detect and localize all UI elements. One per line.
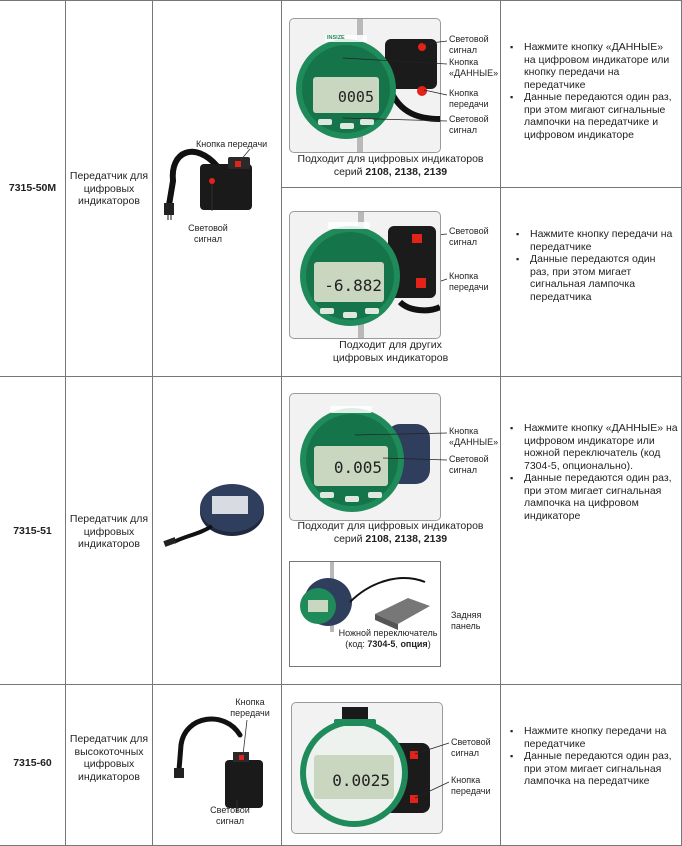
caption-line: серий 2108, 2138, 2139 [283,166,498,179]
panel-caption: Подходит для цифровых индикаторов серий … [283,520,498,546]
caption-prefix: серий [333,166,366,178]
note-item: Нажмите кнопку «ДАННЫЕ» на цифровом инди… [506,422,678,472]
device-button-label: Кнопка передачи [196,139,268,149]
footswitch-label: Ножной переключатель (код: 7304-5, опция… [336,628,440,649]
code-suffix: ) [427,638,431,649]
note-item: Нажмите кнопку «ДАННЫЕ» на цифровом инди… [506,41,676,91]
caption-series: 2108, 2138, 2139 [365,533,448,545]
product-description: Передатчик для высокоточных цифровых инд… [69,733,149,783]
device-signal-label: Световой сигнал [210,805,250,826]
divider [501,187,682,188]
table-row-7315-51: 7315-51 Передатчик для цифровых индикато… [0,376,682,685]
data-button-label: Кнопка «ДАННЫЕ» [449,57,499,78]
note-item: Данные передаются один раз, при этом миг… [506,472,678,522]
product-code: 7315-51 [13,525,52,537]
code-prefix: (код: [345,638,368,649]
transmit-button-label: Кнопка передачи [449,88,489,109]
caption-line: Подходит для цифровых индикаторов [297,520,484,532]
indicator-photo: -6.882 [289,211,441,339]
instruction-notes: Нажмите кнопку «ДАННЫЕ» на цифровом инди… [506,41,676,141]
caption-line: Подходит для других [339,339,442,351]
lcd-readout: 0.0025 [332,771,390,790]
footswitch-code: 7304-5 [367,638,396,649]
signal-label: Световой сигнал [449,454,489,475]
callout-lines [414,742,450,799]
product-description: Передатчик для цифровых индикаторов [69,170,149,207]
product-code: 7315-50M [8,182,57,194]
code-separator: , [395,638,401,649]
lcd-readout: 0.005 [333,458,382,477]
caption-series: 2108, 2138, 2139 [365,166,448,178]
brand-logo: INSIZE [327,35,345,41]
option-word: опция [400,638,428,649]
caption-line: серий 2108, 2138, 2139 [283,533,498,546]
lcd-readout: -6.882 [324,276,382,295]
product-code: 7315-60 [13,757,52,769]
device-signal-label: Световой сигнал [188,223,228,244]
note-item: Данные передаются один раз, при этом миг… [506,91,676,141]
table-row-7315-50M: 7315-50M Передатчик для цифровых индикат… [0,0,682,377]
caption-line: цифровых индикаторов [332,352,449,364]
panel-caption: Подходит для цифровых индикаторов серий … [283,153,498,179]
callout-lines [354,432,448,461]
indicator-photo: 0.0025 [291,702,443,834]
instruction-notes: Нажмите кнопку передачи на передатчике Д… [512,228,677,303]
signal-label: Световой сигнал [449,226,489,247]
data-button-label: Кнопка «ДАННЫЕ» [449,426,499,447]
transmitter-device-image [163,484,264,547]
caption-prefix: серий [333,533,366,545]
note-item: Данные передаются один раз, при этом миг… [506,750,678,788]
footswitch-label-line: Ножной переключатель [338,628,438,638]
footswitch-photo: Ножной переключатель (код: 7304-5, опция… [289,561,441,667]
indicator-photo: 0.005 [289,393,441,521]
signal-label: Световой сигнал [449,34,489,55]
transmit-button-label: Кнопка передачи [451,775,491,796]
table-row-7315-60: 7315-60 Передатчик для высокоточных цифр… [0,685,682,846]
transmit-button-label: Кнопка передачи [449,271,489,292]
caption-line: Подходит для цифровых индикаторов [297,153,484,165]
footswitch-label-line: (код: 7304-5, опция) [336,639,440,650]
note-item: Нажмите кнопку передачи на передатчике [506,725,678,750]
back-panel-label: Задняя панель [451,610,482,631]
indicator-photo: 0005 INSIZE [289,18,441,153]
instruction-notes: Нажмите кнопку передачи на передатчике Д… [506,725,678,788]
divider [282,187,500,188]
device-button-label: Кнопка передачи [230,697,270,718]
note-item: Нажмите кнопку передачи на передатчике [512,228,677,253]
note-item: Данные передаются один раз, при этом миг… [512,253,677,303]
transmitter-device-image [164,148,252,220]
instruction-notes: Нажмите кнопку «ДАННЫЕ» на цифровом инди… [506,422,678,522]
product-description: Передатчик для цифровых индикаторов [69,513,149,550]
panel-caption: Подходит для других цифровых индикаторов [283,339,498,365]
lcd-readout: 0005 [337,88,374,106]
signal-label-2: Световой сигнал [449,114,489,135]
signal-label: Световой сигнал [451,737,491,758]
transmitter-device-image [174,716,263,812]
